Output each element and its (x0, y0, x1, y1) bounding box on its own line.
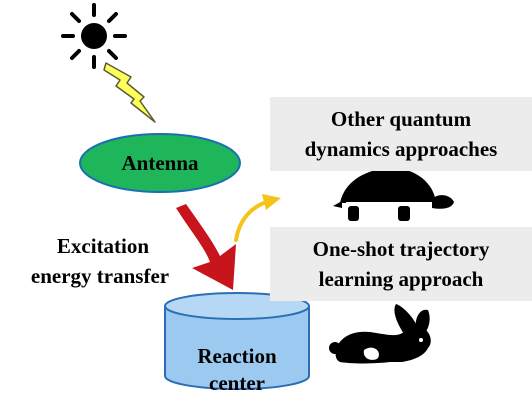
antenna-label: Antenna (121, 151, 199, 175)
center-label: center (209, 371, 265, 395)
one-shot-approach-box: One-shot trajectory learning approach (270, 227, 532, 301)
antenna-node (79, 133, 241, 193)
sun-icon (61, 3, 127, 69)
excitation-label: Excitation (56, 234, 150, 258)
energy-transfer-arrow (176, 204, 236, 290)
curved-arrow (234, 194, 281, 242)
reaction-label: Reaction (197, 344, 277, 368)
one-shot-approach-line-2: learning approach (318, 267, 484, 291)
rabbit-icon (329, 304, 431, 364)
other-approaches-box: Other quantum dynamics approaches (270, 97, 532, 171)
one-shot-approach-line-1: One-shot trajectory (312, 237, 490, 261)
other-approaches-line-2: dynamics approaches (304, 137, 498, 161)
other-approaches-line-1: Other quantum (330, 107, 472, 131)
turtle-icon (333, 168, 454, 221)
energy-transfer-label: energy transfer (30, 264, 170, 288)
lightning-icon (103, 62, 156, 123)
